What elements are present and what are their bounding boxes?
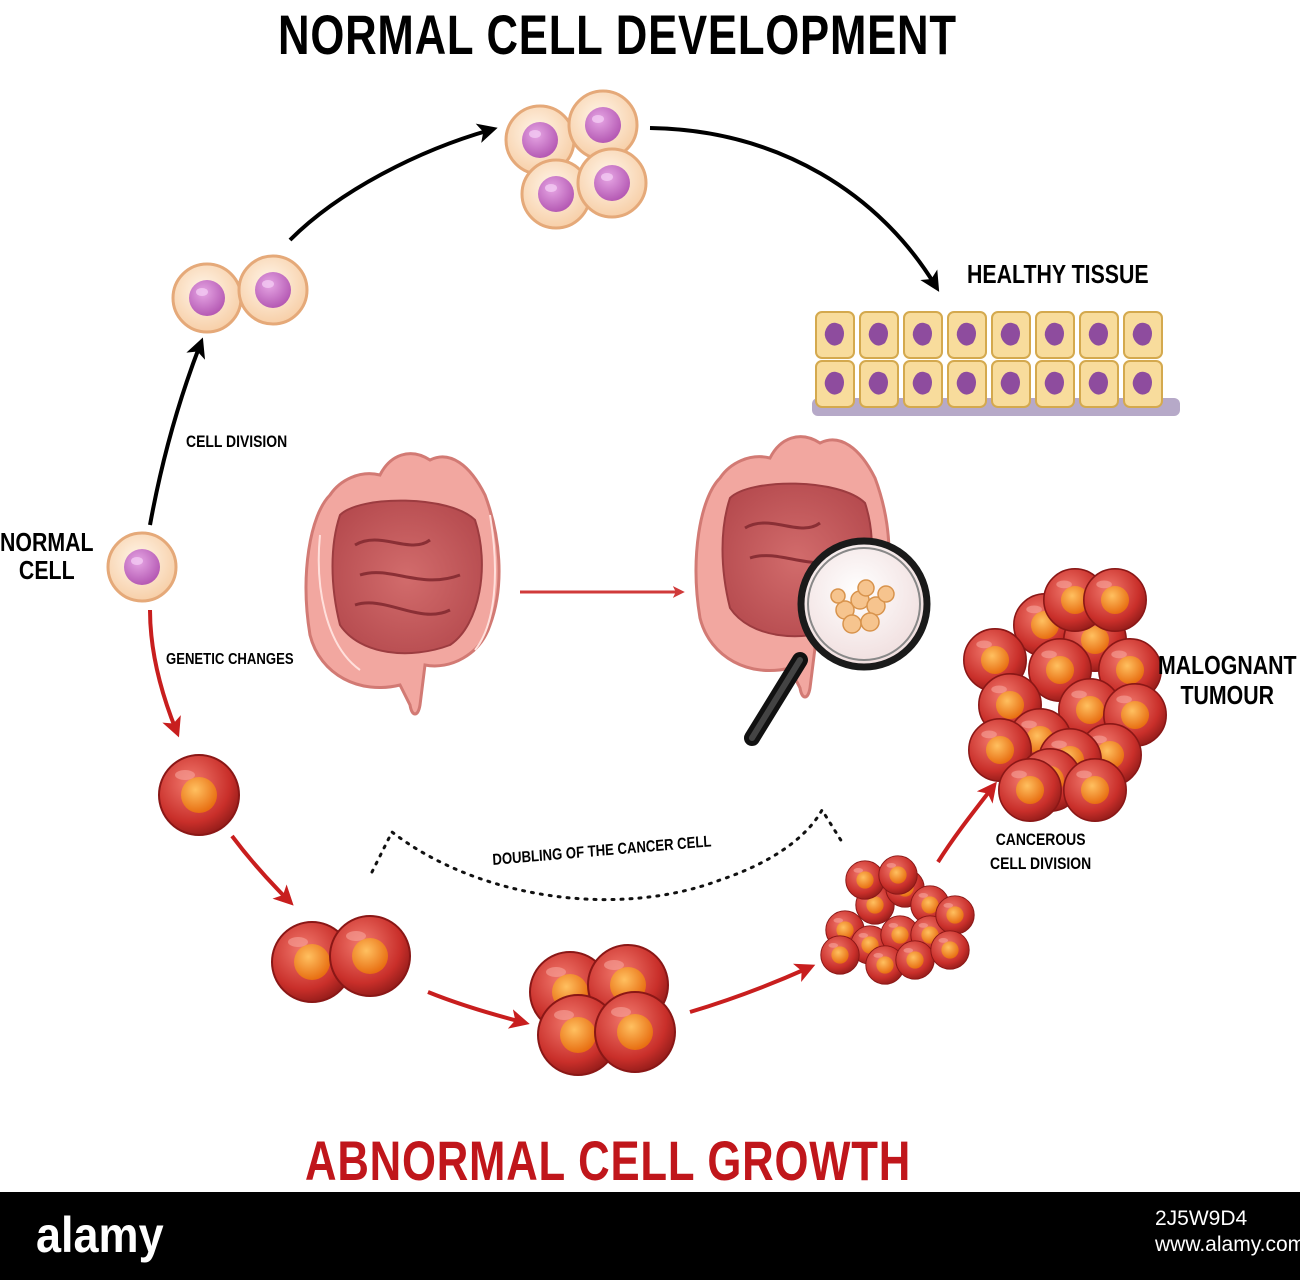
healthy-tissue [812, 311, 1180, 416]
arrow-four-to-tissue [649, 126, 940, 292]
cancer-cluster [820, 855, 975, 985]
arrow-cell-to-double [230, 834, 294, 906]
malignant-tumour [963, 568, 1167, 822]
tissue-cell [1035, 360, 1075, 408]
doubling-bracket [370, 807, 844, 901]
abnormal-arrows [148, 586, 997, 1029]
cancer-cell-small [845, 860, 885, 900]
cancer-quad [529, 944, 676, 1076]
arrow-genetic-changes [148, 609, 181, 738]
cancer-cell-small [1063, 758, 1127, 822]
tissue-cell [991, 360, 1031, 408]
tissue-cell [815, 360, 855, 408]
two-cells [171, 254, 309, 334]
four-cells [504, 89, 648, 230]
tissue-cell [859, 360, 899, 408]
arrow-quad-to-cluster [689, 963, 816, 1014]
arrow-cluster-to-tumour [936, 781, 997, 864]
intestine-healthy [304, 452, 501, 716]
site-url: www.alamy.com [1155, 1233, 1300, 1256]
image-id: 2J5W9D4 www.alamy.com [1155, 1206, 1300, 1258]
label-normal-cell-line1: NORMAL [0, 527, 94, 557]
tissue-cell [947, 360, 987, 408]
label-malignant-line1: MALOGNANT [1158, 650, 1297, 680]
label-healthy-tissue: HEALTHY TISSUE [967, 259, 1149, 289]
cell-growth-diagram [106, 89, 1180, 1076]
cancer-cell-small [998, 758, 1062, 822]
tissue-cell [859, 311, 899, 359]
cancer-cell-small [820, 935, 860, 975]
tissue-cell [991, 311, 1031, 359]
cancer-cell [158, 754, 240, 836]
label-cell-division: CELL DIVISION [186, 432, 288, 451]
cancer-cell-small [878, 855, 918, 895]
tissue-cell [1123, 360, 1163, 408]
magnifying-glass-icon [744, 537, 931, 746]
arrow-two-to-four [288, 123, 498, 242]
tissue-cell [1079, 311, 1119, 359]
tissue-cell [1123, 311, 1163, 359]
label-cancerous-line2: CELL DIVISION [990, 854, 1092, 873]
cancer-cell-small [935, 895, 975, 935]
cancer-cell-small [930, 930, 970, 970]
label-genetic-changes: GENETIC CHANGES [166, 651, 294, 668]
label-cancerous-line1: CANCEROUS [995, 830, 1086, 849]
tissue-cell [903, 311, 943, 359]
cancer-cell-small [895, 940, 935, 980]
tissue-cell [947, 311, 987, 359]
watermark-footer: alamy 2J5W9D4 www.alamy.com [0, 1192, 1300, 1280]
normal-arrows [148, 123, 940, 526]
label-normal-cell-line2: CELL [18, 555, 75, 585]
bottom-title: ABNORMAL CELL GROWTH [305, 1129, 912, 1192]
tissue-cell [815, 311, 855, 359]
label-malignant-tumour: MALOGNANT TUMOUR [1158, 650, 1297, 710]
label-normal-cell: NORMAL CELL [0, 528, 94, 584]
tissue-cell [1035, 311, 1075, 359]
cancer-cell-small [1083, 568, 1147, 632]
image-id-code: 2J5W9D4 [1155, 1207, 1248, 1230]
brand-logo: alamy [36, 1207, 164, 1263]
normal-cell [106, 531, 178, 603]
arrow-normal-to-two [148, 337, 206, 526]
cancer-double [271, 915, 411, 1003]
tissue-cell [1079, 360, 1119, 408]
arrow-double-to-quad [427, 990, 530, 1029]
label-malignant-line2: TUMOUR [1180, 680, 1275, 710]
label-cancerous-cell-division: CANCEROUS CELL DIVISION [990, 828, 1091, 876]
page-title: NORMAL CELL DEVELOPMENT [278, 3, 957, 66]
tissue-cell [903, 360, 943, 408]
